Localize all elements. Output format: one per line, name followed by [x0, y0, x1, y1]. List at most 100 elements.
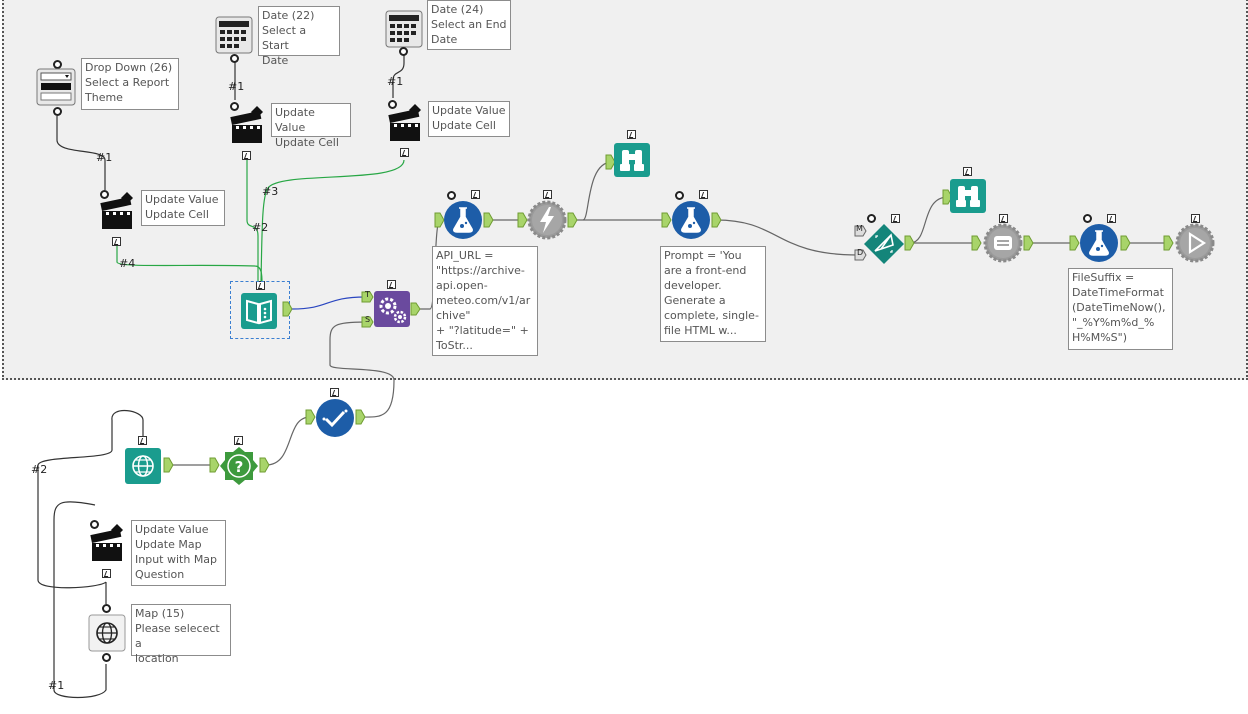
connection-label: #1: [96, 151, 113, 164]
action-tool[interactable]: [89, 522, 127, 562]
formula-tool[interactable]: [1079, 223, 1119, 263]
input-anchor-icon[interactable]: [661, 212, 672, 228]
input-anchor-icon[interactable]: [305, 409, 316, 425]
action-anchor-icon[interactable]: [627, 130, 636, 139]
action-anchor-icon[interactable]: [471, 190, 480, 199]
browse-tool[interactable]: [613, 142, 651, 178]
clapperboard-icon: [100, 192, 133, 229]
date-end-tool[interactable]: [385, 10, 423, 48]
connection-wire: [37, 410, 144, 589]
output-anchor-icon[interactable]: [410, 302, 421, 316]
map-input-tool[interactable]: [124, 447, 162, 485]
action-anchor-icon[interactable]: [102, 569, 111, 578]
output-anchor-icon[interactable]: [163, 457, 174, 473]
output-anchor-icon[interactable]: [567, 212, 578, 228]
output-tool[interactable]: [1175, 223, 1215, 263]
output-anchor-icon[interactable]: [259, 457, 270, 473]
action-anchor-icon[interactable]: [234, 436, 243, 445]
browse-tool[interactable]: [949, 178, 987, 214]
action-anchor-icon[interactable]: [543, 190, 552, 199]
dropdown-tool[interactable]: [36, 68, 76, 106]
question-anchor-icon[interactable]: [1083, 214, 1092, 223]
input-anchor-icon[interactable]: [209, 457, 220, 473]
output-anchor-icon[interactable]: [1023, 235, 1034, 251]
action-anchor-icon[interactable]: [1191, 214, 1200, 223]
input-anchor-template[interactable]: [361, 291, 374, 303]
formula-tool[interactable]: [671, 200, 711, 240]
tool-annotation: Drop Down (26) Select a Report Theme: [81, 58, 179, 110]
input-anchor-icon[interactable]: [971, 235, 982, 251]
question-anchor-icon[interactable]: [102, 604, 111, 613]
action-anchor-icon[interactable]: [400, 148, 409, 157]
action-anchor-icon[interactable]: [891, 214, 900, 223]
action-anchor-icon[interactable]: [999, 214, 1008, 223]
question-anchor-icon[interactable]: [230, 102, 239, 111]
clapperboard-icon: [388, 104, 421, 141]
svg-text:?: ?: [235, 458, 244, 476]
question-anchor-icon[interactable]: [447, 191, 456, 200]
output-anchor-icon[interactable]: [355, 409, 366, 425]
action-anchor-icon[interactable]: [1107, 214, 1116, 223]
calendar-icon: [385, 10, 423, 48]
connection-label: #1: [48, 679, 65, 692]
question-anchor-icon[interactable]: [100, 190, 109, 199]
connection-label: #1: [228, 80, 245, 93]
output-anchor-icon[interactable]: [483, 212, 494, 228]
formula-tool[interactable]: [443, 200, 483, 240]
connection-wire: [329, 321, 395, 418]
input-anchor-data[interactable]: [854, 249, 867, 261]
output-anchor-icon[interactable]: [904, 235, 915, 251]
question-anchor-icon[interactable]: [867, 214, 876, 223]
spatial-info-tool[interactable]: ?: [219, 446, 259, 486]
clapperboard-icon: [90, 524, 123, 561]
output-anchor-icon[interactable]: [711, 212, 722, 228]
text-input-tool[interactable]: [230, 281, 290, 339]
output-anchor-icon[interactable]: [282, 301, 293, 317]
send-prompt-icon: [864, 224, 904, 264]
action-anchor-icon[interactable]: [330, 388, 339, 397]
question-anchor-icon[interactable]: [230, 54, 239, 63]
input-anchor-model[interactable]: [854, 225, 867, 237]
action-anchor-icon[interactable]: [242, 151, 251, 160]
globe-icon: [125, 448, 161, 484]
input-anchor-icon[interactable]: [434, 212, 445, 228]
connection-wire: [582, 161, 613, 221]
input-anchor-icon[interactable]: [1163, 235, 1174, 251]
tool-annotation: Update Value Update Map Input with Map Q…: [131, 520, 226, 586]
download-tool[interactable]: [527, 200, 567, 240]
action-tool[interactable]: [387, 102, 425, 142]
anchor-label: M: [856, 224, 863, 233]
action-anchor-icon[interactable]: [387, 280, 396, 289]
calendar-icon: [215, 16, 253, 54]
action-tool[interactable]: [229, 104, 267, 144]
connection-wire: [53, 501, 107, 699]
select-tool[interactable]: [315, 398, 355, 438]
input-anchor-icon[interactable]: [517, 212, 528, 228]
action-anchor-icon[interactable]: [112, 237, 121, 246]
llm-prompt-tool[interactable]: [863, 223, 905, 265]
action-tool[interactable]: [99, 190, 137, 230]
question-anchor-icon[interactable]: [675, 191, 684, 200]
question-anchor-icon[interactable]: [53, 60, 62, 69]
question-anchor-icon[interactable]: [388, 100, 397, 109]
tool-annotation: Update Value Update Cell: [271, 103, 351, 149]
input-anchor-source[interactable]: [361, 316, 374, 328]
question-anchor-icon[interactable]: [399, 47, 408, 56]
dynamic-input-tool[interactable]: [373, 290, 411, 328]
output-anchor-icon[interactable]: [1120, 235, 1131, 251]
connection-wire: [260, 159, 405, 284]
question-anchor-icon[interactable]: [102, 653, 111, 662]
action-anchor-icon[interactable]: [138, 436, 147, 445]
map-question-tool[interactable]: [88, 614, 126, 652]
action-anchor-icon[interactable]: [699, 190, 708, 199]
question-anchor-icon[interactable]: [90, 520, 99, 529]
action-anchor-icon[interactable]: [963, 167, 972, 176]
date-start-tool[interactable]: [215, 16, 253, 54]
question-anchor-icon[interactable]: [53, 107, 62, 116]
input-anchor-icon[interactable]: [605, 154, 616, 170]
llm-output-parser-tool[interactable]: [983, 223, 1023, 263]
clapperboard-icon: [230, 106, 263, 143]
input-anchor-icon[interactable]: [1069, 235, 1080, 251]
